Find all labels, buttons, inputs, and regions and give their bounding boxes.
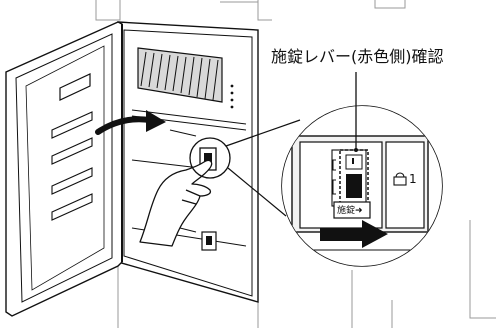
meter-cabinet: [117, 21, 259, 303]
lock-label: 施錠➜: [337, 206, 363, 216]
door-vent-slots: [51, 111, 93, 221]
door-handle: [59, 73, 91, 101]
meter-vent-panel: [137, 47, 223, 103]
padlock-icon: [393, 172, 407, 186]
open-door: [5, 21, 123, 317]
magnified-view: [281, 105, 443, 267]
hand-illustration: [139, 159, 213, 247]
close-door-arrow: [95, 110, 166, 135]
unit-number-label: 1: [409, 172, 417, 186]
callout-connector: [225, 119, 301, 217]
title-pointer: [354, 72, 358, 152]
callout-title: 施錠レバー(赤色側)確認: [271, 47, 444, 66]
callout-circle-small: [189, 137, 231, 179]
slide-direction-arrow: [320, 220, 388, 248]
lower-latch: [201, 231, 217, 251]
indicator-dots: [230, 84, 234, 109]
